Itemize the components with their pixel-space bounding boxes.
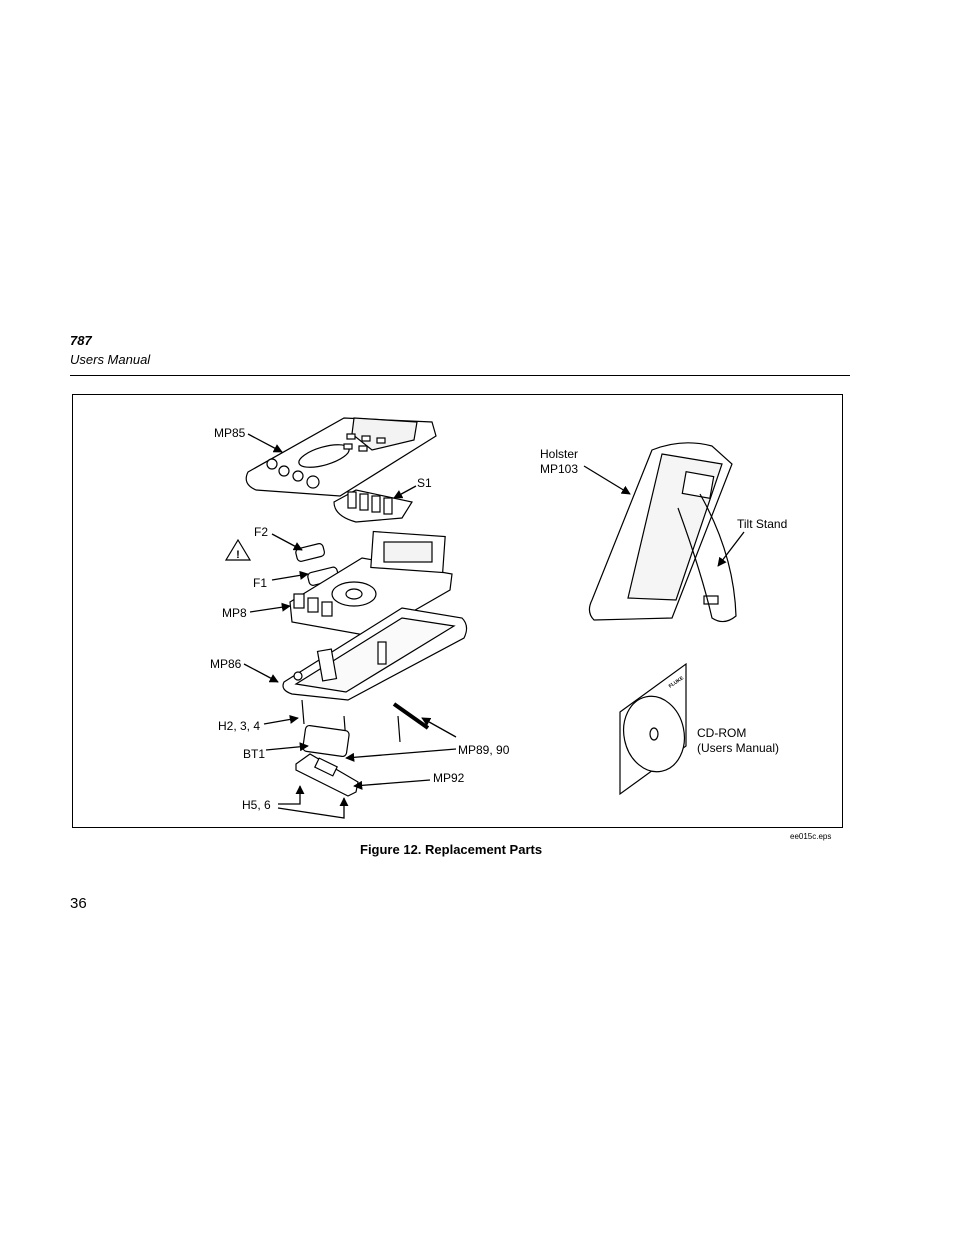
leader-tilt: [717, 531, 745, 567]
label-f2: F2: [254, 525, 269, 539]
leader-f2: [271, 533, 303, 551]
leader-s1: [393, 485, 417, 499]
label-mp8990: MP89, 90: [458, 743, 510, 757]
label-h234: H2, 3, 4: [218, 719, 261, 733]
page-number: 36: [70, 895, 87, 912]
battery-door-mp92: [295, 753, 359, 797]
fuse-f2: [295, 543, 326, 562]
battery-bt1: [302, 724, 350, 758]
leader-bt1: [265, 742, 309, 752]
cd-rom: [619, 662, 687, 796]
figure-caption: Figure 12. Replacement Parts: [360, 842, 543, 857]
manual-model: 787: [70, 333, 92, 348]
label-mp85: MP85: [214, 426, 246, 440]
bottom-case-mp86: [282, 607, 468, 701]
figure-frame: [72, 394, 843, 828]
screw-h2: [301, 699, 305, 725]
figure-file-name: ee015c.eps: [790, 832, 832, 841]
leader-h56-b: [277, 797, 349, 819]
leader-mp85: [247, 433, 283, 453]
leader-mp8990: [345, 748, 457, 762]
leader-mp8: [249, 602, 291, 613]
warning-icon: [224, 538, 252, 561]
header-rule: [70, 375, 850, 376]
pcb-mp8: [289, 530, 453, 637]
leader-mp86: [243, 663, 279, 683]
label-mp92: MP92: [433, 771, 465, 785]
leader-f1: [271, 570, 309, 581]
svg-text:!: !: [236, 549, 240, 561]
leader-h234: [263, 714, 299, 725]
leader-mp8990-b: [421, 717, 457, 738]
label-bt1: BT1: [243, 747, 266, 761]
replacement-parts-illustration: ! FLUKE: [224, 417, 745, 819]
label-h56: H5, 6: [242, 798, 271, 812]
label-s1: S1: [417, 476, 432, 490]
label-mp86: MP86: [210, 657, 242, 671]
label-holster: Holster MP103: [540, 447, 579, 476]
switch-s1: [333, 489, 413, 523]
leader-holster: [583, 465, 631, 495]
label-tilt-stand: Tilt Stand: [737, 517, 788, 531]
manual-subtitle: Users Manual: [70, 352, 151, 367]
leader-h56-a: [278, 785, 305, 805]
holster-mp103: [588, 442, 733, 621]
label-mp8: MP8: [222, 606, 247, 620]
leader-mp92: [353, 779, 431, 790]
label-f1: F1: [253, 576, 268, 590]
top-case-mp85: [245, 417, 437, 497]
tilt-stand: [677, 493, 737, 623]
label-cd-rom: CD-ROM (Users Manual): [697, 726, 780, 755]
